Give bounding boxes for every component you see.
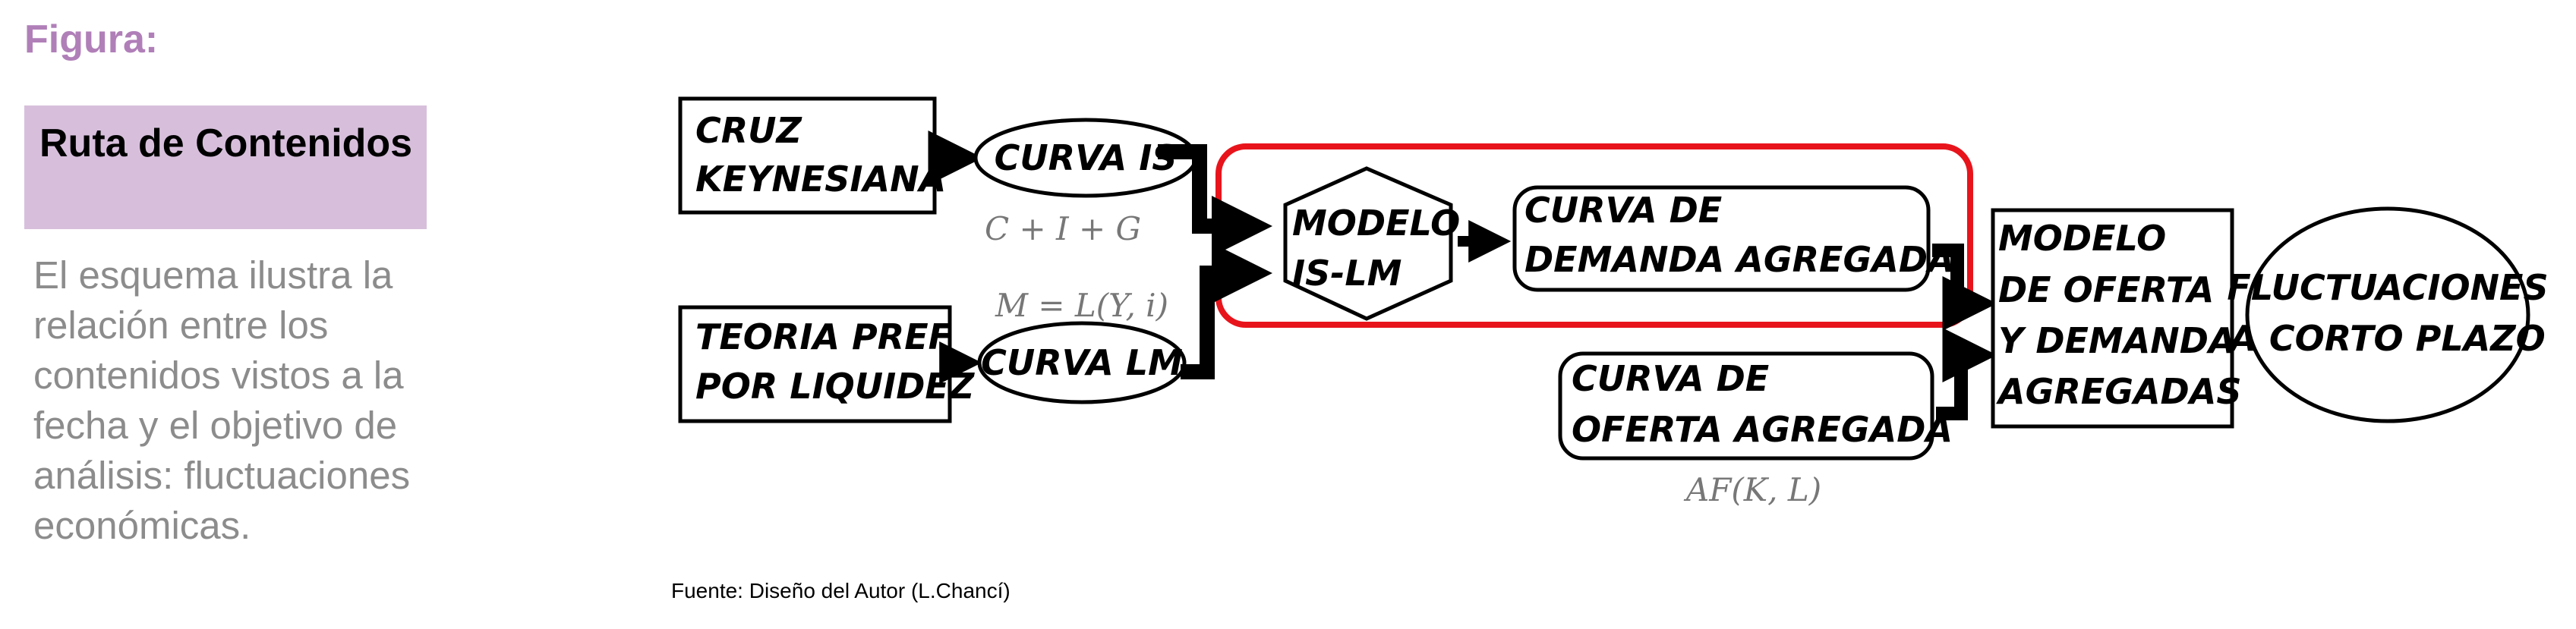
node-modelo-islm-line1: MODELO (1292, 203, 1460, 244)
node-modelo-oda-line1: MODELO (1998, 218, 2166, 259)
formula-lm: M = L(Y, i) (995, 287, 1168, 324)
node-fluctuaciones-line1: FLUCTUACIONES (2227, 267, 2548, 308)
description-text: El esquema ilustra la relación entre los… (33, 253, 411, 547)
node-cruz-keynesiana-line1: CRUZ (695, 110, 803, 151)
node-curva-da-line1: CURVA DE (1524, 190, 1722, 231)
section-title: Ruta de Contenidos (24, 105, 427, 229)
node-modelo-oda-line4: AGREGADAS (1996, 371, 2241, 412)
node-curva-oa-line2: OFERTA AGREGADA (1572, 409, 1953, 450)
node-modelo-oda-line3: Y DEMANDA (1998, 320, 2236, 361)
connector-lm-to-islm (1181, 243, 1272, 379)
node-curva-oferta-agregada: CURVA DE OFERTA AGREGADA (1558, 351, 1953, 461)
node-curva-lm: CURVA LM (977, 321, 1187, 404)
connector-da-to-oda (1932, 244, 1997, 331)
node-modelo-oferta-demanda: MODELO DE OFERTA Y DEMANDA AGREGADAS (1991, 208, 2241, 429)
node-curva-lm-label: CURVA LM (981, 342, 1183, 383)
node-curva-oa-line1: CURVA DE (1572, 358, 1769, 399)
connector-is-to-islm (1158, 144, 1272, 256)
node-modelo-islm-line2: IS-LM (1292, 253, 1402, 294)
node-modelo-islm: MODELO IS-LM (1283, 166, 1460, 321)
node-teoria-pref-line1: TEORIA PREF (695, 316, 952, 357)
node-cruz-keynesiana-line2: KEYNESIANA (695, 159, 946, 200)
node-curva-demanda-agregada: CURVA DE DEMANDA AGREGADA (1512, 185, 1955, 292)
node-teoria-pref-line2: POR LIQUIDEZ (695, 366, 976, 407)
node-fluctuaciones: FLUCTUACIONES A CORTO PLAZO (2227, 206, 2549, 423)
node-modelo-oda-line2: DE OFERTA (1998, 269, 2214, 310)
node-curva-da-line2: DEMANDA AGREGADA (1524, 239, 1955, 280)
source-caption: Fuente: Diseño del Autor (L.Chancí) (671, 579, 1011, 602)
formula-oa: AF(K, L) (1683, 471, 1821, 508)
node-teoria-pref: TEORIA PREF POR LIQUIDEZ (678, 305, 976, 423)
formula-is: C + I + G (985, 210, 1141, 247)
node-cruz-keynesiana: CRUZ KEYNESIANA (678, 96, 946, 215)
connector-oa-to-oda (1936, 328, 1997, 420)
node-curva-is-label: CURVA IS (995, 137, 1178, 178)
figure-label: Figura: (24, 17, 159, 61)
node-fluctuaciones-line2: A CORTO PLAZO (2228, 318, 2545, 359)
